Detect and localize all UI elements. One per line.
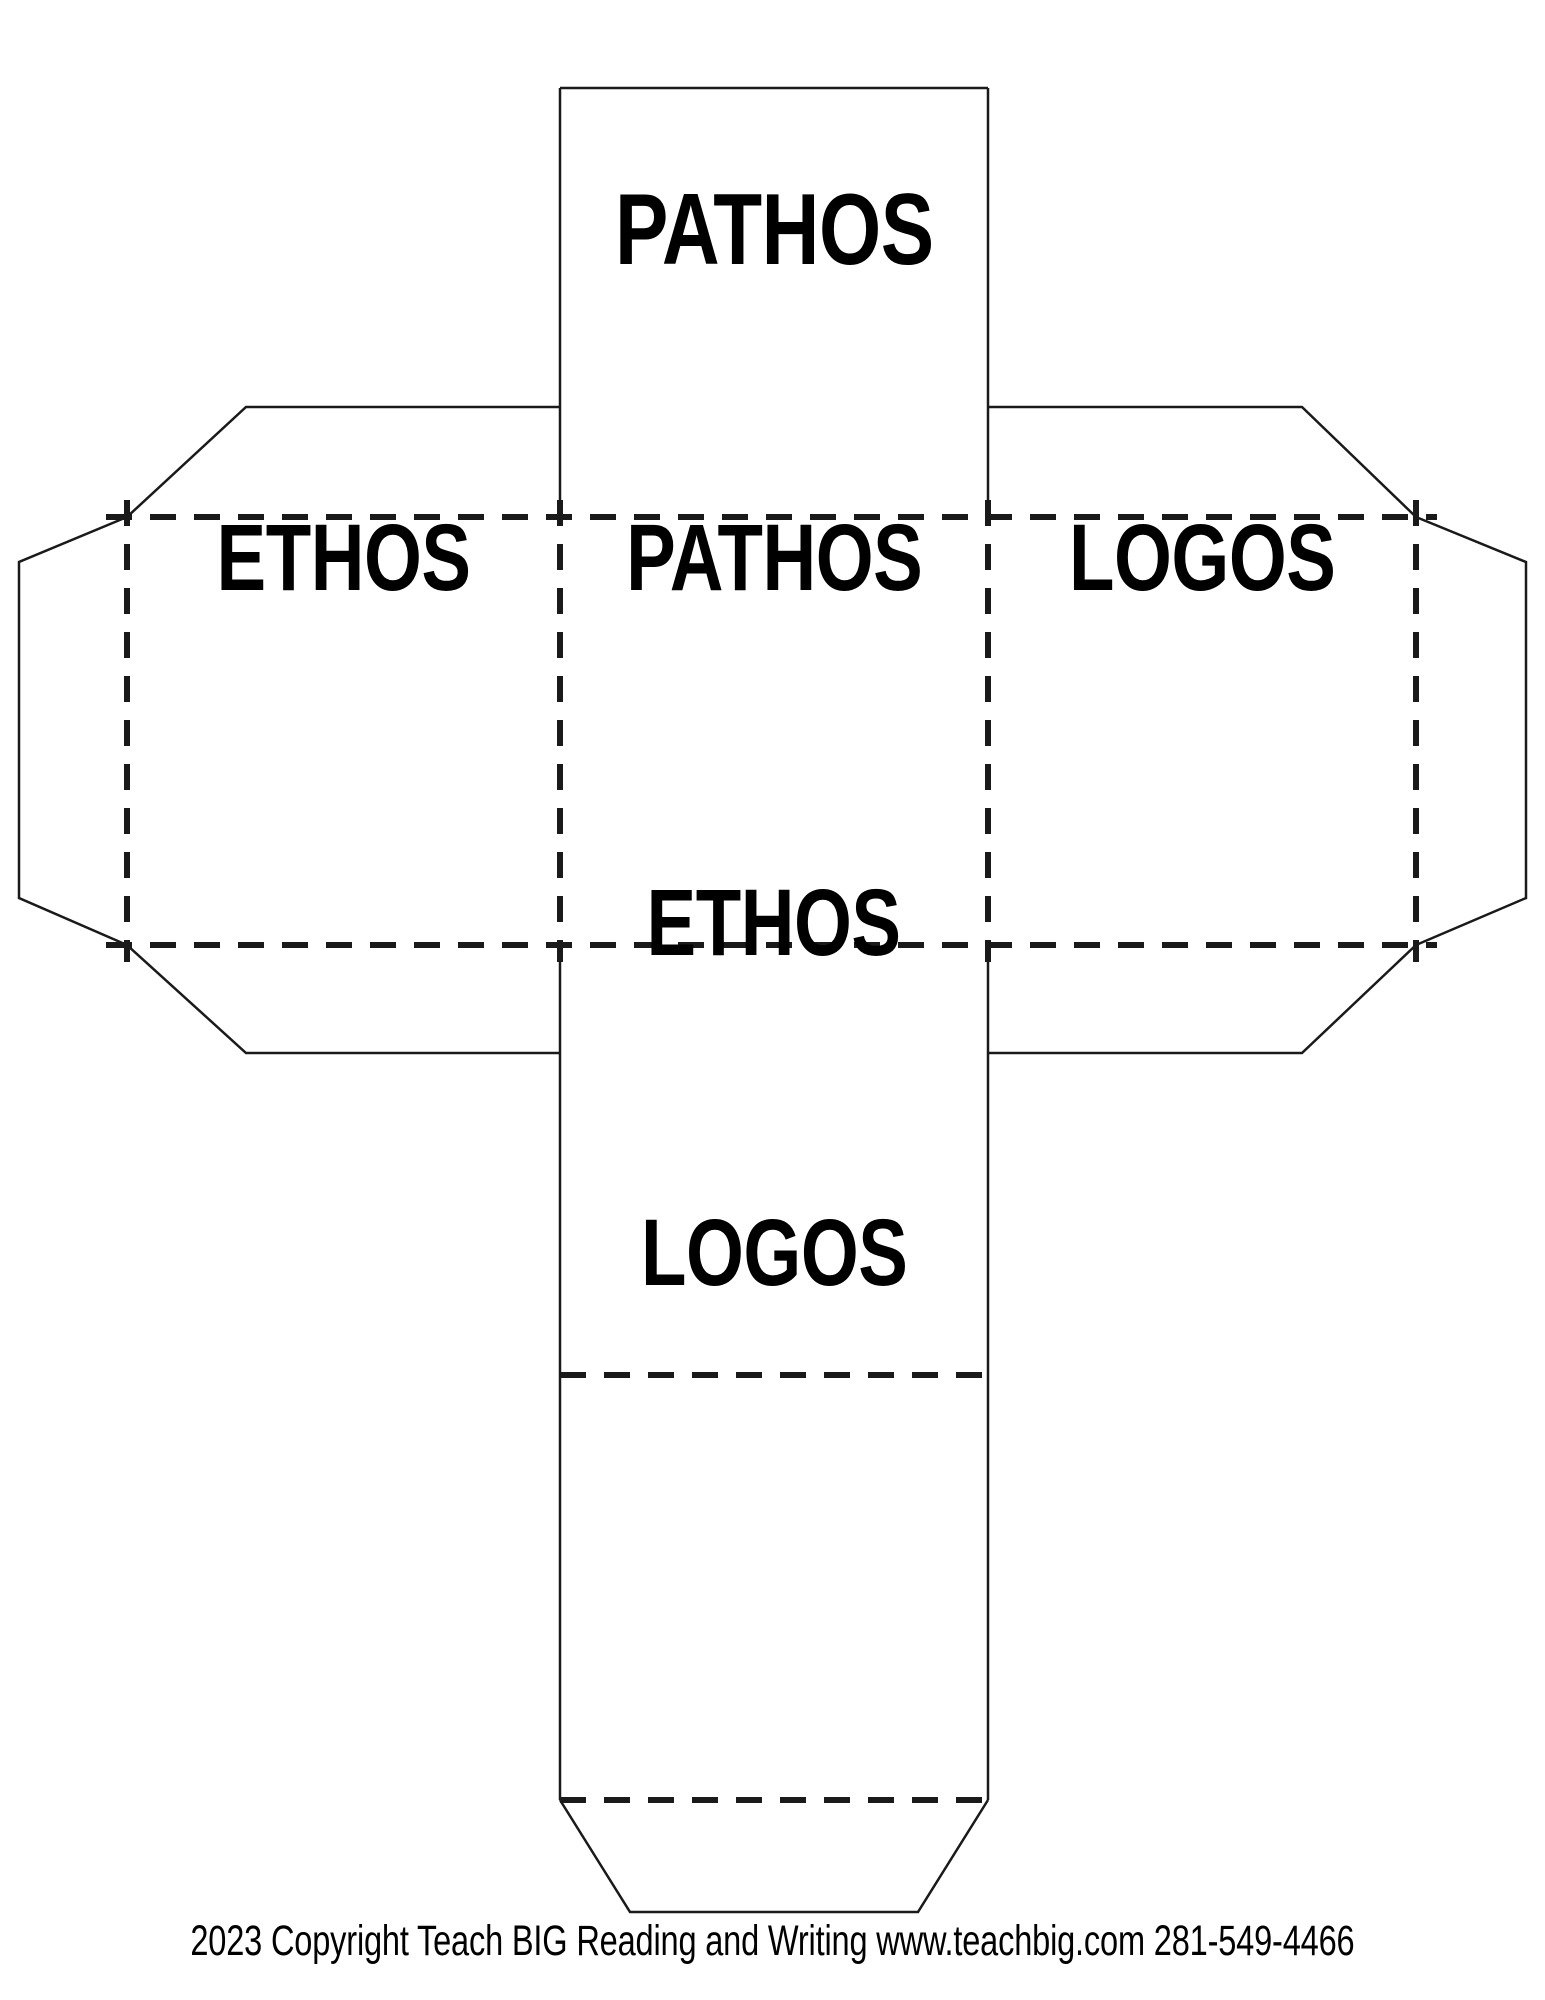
cut-line-bottom-tab: [558, 1799, 990, 1914]
cut-line-flap-bottom-left: [126, 944, 560, 1055]
cut-line-flap-top-left: [126, 405, 560, 518]
cut-line-flap-top-right: [988, 405, 1417, 518]
cut-line-flap-far-right: [1415, 515, 1528, 947]
footer-copyright-text: 2023 Copyright Teach BIG Reading and Wri…: [190, 1916, 1355, 1965]
footer-copyright: 2023 Copyright Teach BIG Reading and Wri…: [0, 1917, 1545, 1965]
cut-line-flap-bottom-right: [988, 944, 1417, 1055]
cut-line-flap-far-left: [17, 515, 128, 947]
